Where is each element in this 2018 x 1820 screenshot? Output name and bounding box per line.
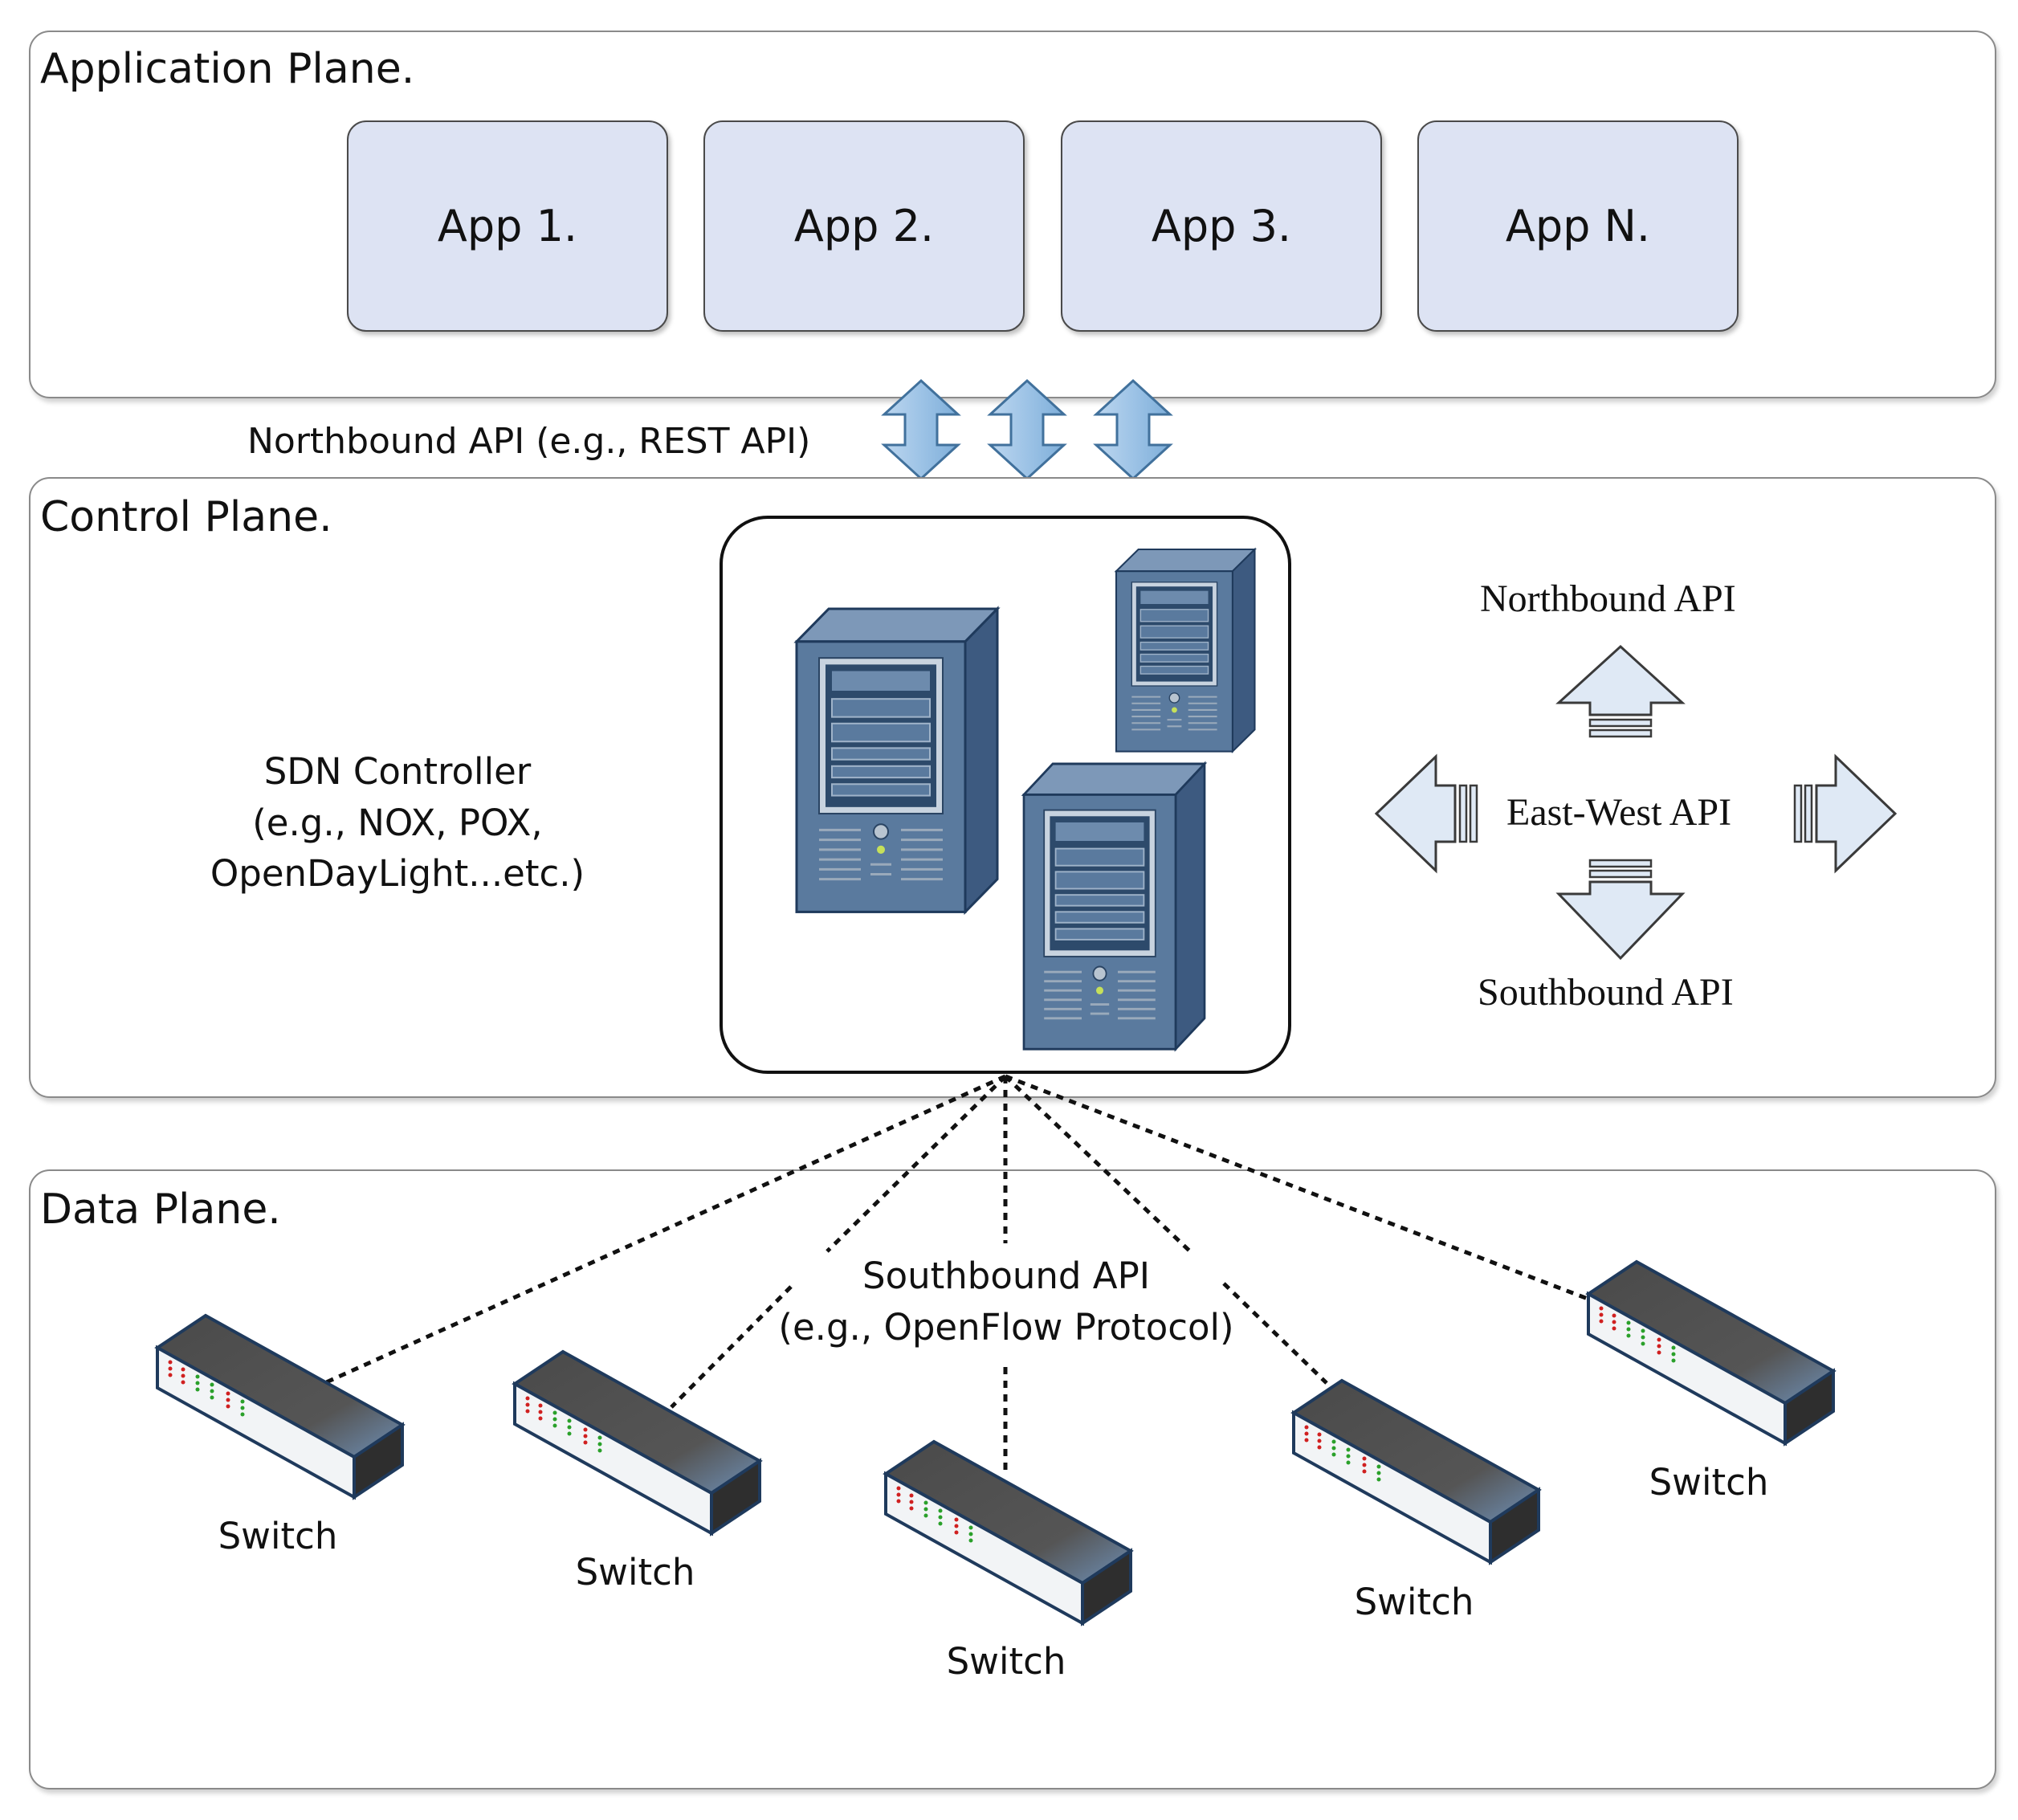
compass-southbound-label: Southbound API — [1478, 971, 1734, 1014]
connection-line-2b — [670, 1285, 793, 1409]
app-box-n[interactable]: App N. — [1417, 120, 1739, 332]
compass-northbound-label: Northbound API — [1480, 577, 1736, 620]
app-box-2[interactable]: App 2. — [703, 120, 1025, 332]
application-plane-title: Application Plane. — [40, 45, 415, 93]
application-plane: Application Plane. App 1. App 2. App 3. … — [29, 31, 1996, 398]
network-switch-icon-5 — [1587, 1260, 1835, 1445]
sdn-controller-box[interactable] — [720, 516, 1291, 1074]
compass-east-west-label: East-West API — [1506, 791, 1732, 834]
switch-label-1: Switch — [218, 1515, 338, 1557]
arrow-left-icon — [1374, 753, 1478, 874]
sdn-controller-line2: (e.g., NOX, POX, — [252, 802, 543, 844]
northbound-arrows — [881, 378, 1173, 481]
switch-label-4: Switch — [1354, 1581, 1474, 1623]
network-switch-icon-4 — [1292, 1379, 1540, 1564]
arrow-right-icon — [1793, 753, 1898, 874]
app-label-3: App 3. — [1151, 201, 1292, 251]
network-switch-icon-2 — [513, 1350, 761, 1535]
switch-label-3: Switch — [946, 1640, 1066, 1683]
app-label-2: App 2. — [793, 201, 935, 251]
connection-line-4b — [1222, 1282, 1328, 1385]
network-switch-icon-1 — [156, 1314, 404, 1499]
app-box-3[interactable]: App 3. — [1061, 120, 1382, 332]
arrow-up-icon — [1555, 644, 1686, 738]
southbound-api-label: Southbound API — [862, 1255, 1150, 1297]
sdn-controller-line1: SDN Controller — [263, 750, 532, 793]
data-plane-title: Data Plane. — [40, 1185, 281, 1234]
control-plane-title: Control Plane. — [40, 493, 332, 541]
app-label-1: App 1. — [437, 201, 578, 251]
connection-line-5 — [1005, 1074, 1595, 1304]
api-compass-arrows — [1374, 644, 1898, 961]
sdn-controller-line3: OpenDayLight...etc.) — [210, 852, 585, 895]
network-switch-icon-3 — [884, 1440, 1132, 1625]
app-box-1[interactable]: App 1. — [347, 120, 668, 332]
northbound-api-label: Northbound API (e.g., REST API) — [247, 421, 811, 462]
switch-label-2: Switch — [575, 1551, 695, 1594]
connection-line-4 — [1004, 1075, 1192, 1253]
app-label-n: App N. — [1505, 201, 1651, 251]
southbound-api-example: (e.g., OpenFlow Protocol) — [778, 1306, 1234, 1349]
connection-line-1 — [323, 1074, 1007, 1385]
switch-label-5: Switch — [1649, 1461, 1769, 1504]
arrow-down-icon — [1555, 859, 1686, 961]
connection-line-2 — [826, 1075, 1007, 1253]
